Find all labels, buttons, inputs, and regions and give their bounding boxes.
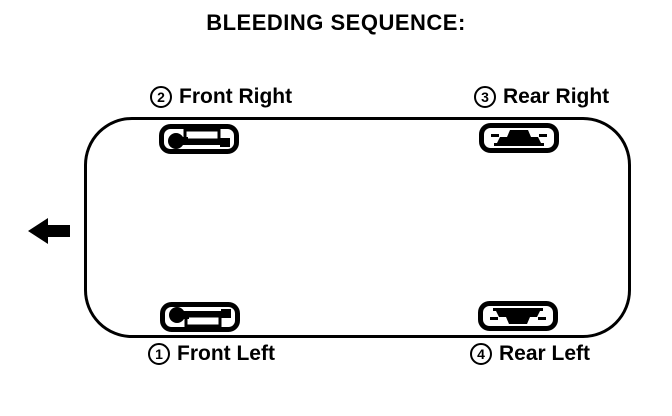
wheel-label-rear-left: 4 Rear Left bbox=[470, 342, 590, 366]
wheel-label-text: Rear Left bbox=[499, 342, 591, 365]
wheel-label-rear-right: 3 Rear Right bbox=[474, 85, 609, 109]
wheel-label-front-left: 1 Front Left bbox=[148, 342, 275, 366]
rear-wheel-cylinder-icon-rear-right bbox=[479, 123, 559, 153]
page-title: BLEEDING SEQUENCE: bbox=[206, 10, 466, 35]
wheel-label-text: Front Right bbox=[179, 85, 293, 108]
sequence-number-badge: 3 bbox=[474, 86, 496, 108]
sequence-number-badge: 4 bbox=[470, 343, 492, 365]
wheel-label-text: Front Left bbox=[177, 342, 275, 365]
wheel-label-text: Rear Right bbox=[503, 85, 610, 108]
front-caliper-icon-front-left bbox=[160, 302, 240, 332]
rear-wheel-cylinder-icon-rear-left bbox=[478, 301, 558, 331]
front-caliper-icon-front-right bbox=[159, 124, 239, 154]
sequence-number-badge: 1 bbox=[148, 343, 170, 365]
wheel-label-front-right: 2 Front Right bbox=[150, 85, 292, 109]
sequence-number-badge: 2 bbox=[150, 86, 172, 108]
front-direction-left-arrow-icon bbox=[28, 218, 70, 244]
